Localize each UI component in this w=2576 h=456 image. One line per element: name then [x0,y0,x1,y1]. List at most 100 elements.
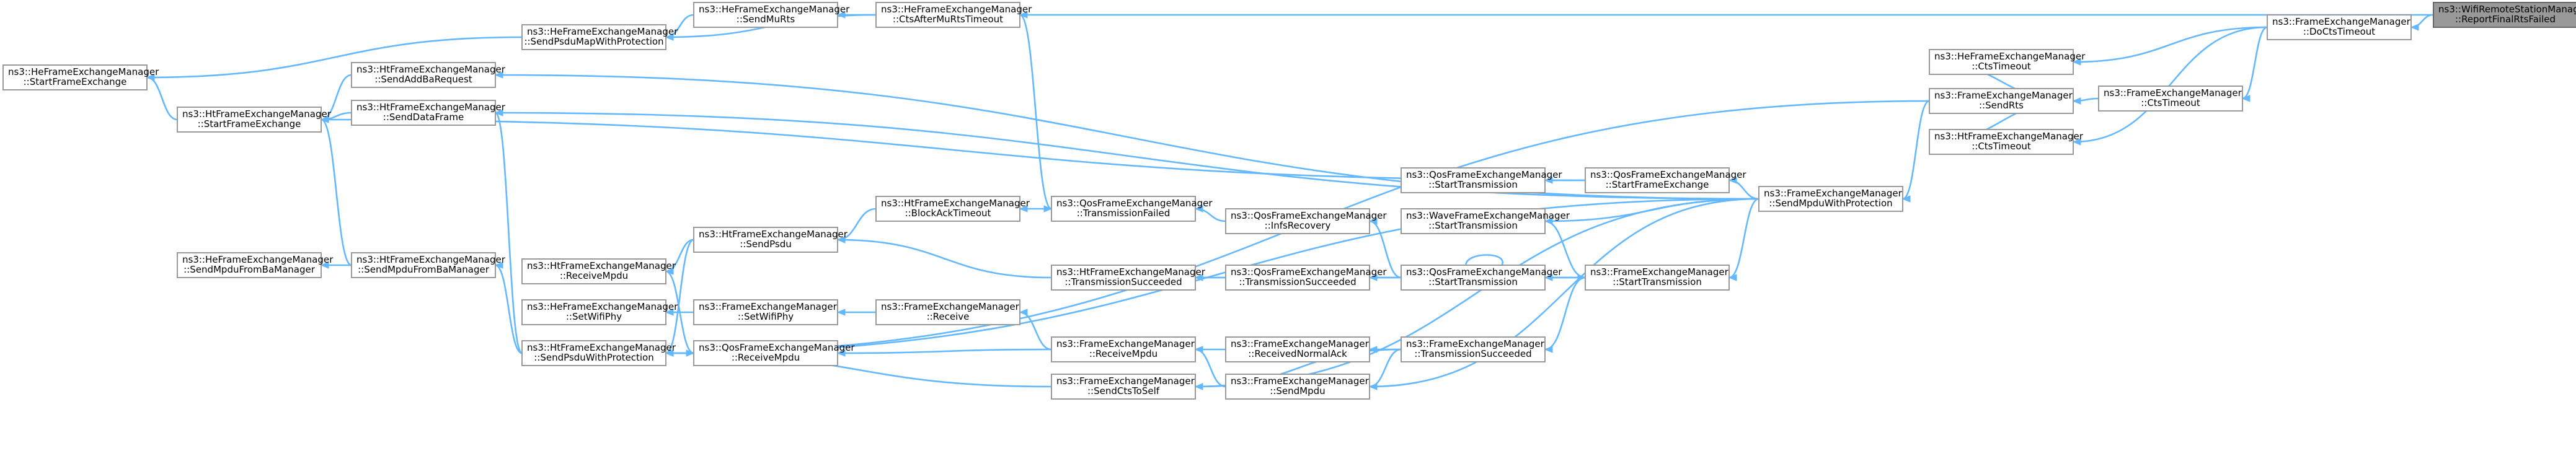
node-method-label: ::StartFrameExchange [24,76,127,87]
node-class-label: ns3::HeFrameExchangeManager [1934,51,2086,62]
graph-node[interactable]: ns3::HeFrameExchangeManager::SendPsduMap… [521,24,678,50]
graph-node[interactable]: ns3::HeFrameExchangeManager::SetWifiPhy [521,299,678,325]
call-edge [146,76,178,121]
node-class-label: ns3::HtFrameExchangeManager [1934,131,2084,142]
graph-node[interactable]: ns3::FrameExchangeManager::Receive [875,299,1020,325]
node-box [1929,88,2074,114]
node-box [521,340,666,366]
node-box [1401,265,1546,291]
node-class-label: ns3::HtFrameExchangeManager [699,229,848,240]
call-edge [837,239,1052,279]
call-edge [1902,100,1930,200]
node-box [693,2,838,28]
node-box [1401,167,1546,193]
call-edge [2073,26,2268,143]
edge-arrowhead [1194,205,1203,213]
node-method-label: ::StartTransmission [1613,276,1702,287]
node-method-label: ::SendAddBaRequest [374,74,472,85]
graph-node[interactable]: ns3::WaveFrameExchangeManager::StartTran… [1401,208,1570,234]
node-box [875,2,1020,28]
graph-node[interactable]: ns3::QosFrameExchangeManager::Transmissi… [1051,196,1213,222]
node-box [1051,374,1196,400]
graph-node[interactable]: ns3::FrameExchangeManager::DoCtsTimeout [2267,14,2412,40]
edge-arrowhead [2072,58,2081,66]
graph-node[interactable]: ns3::FrameExchangeManager::SendRts [1929,88,2074,114]
graph-node[interactable]: ns3::FrameExchangeManager::CtsTimeout [2098,86,2243,112]
edge-arrowhead [494,109,503,116]
graph-node[interactable]: ns3::FrameExchangeManager::SetWifiPhy [693,299,838,325]
node-class-label: ns3::HtFrameExchangeManager [1056,266,1206,278]
graph-node[interactable]: ns3::FrameExchangeManager::StartTransmis… [1585,265,1730,291]
graph-node[interactable]: ns3::HtFrameExchangeManager::StartFrameE… [177,107,332,133]
node-method-label: ::DoCtsTimeout [2303,26,2375,37]
graph-node[interactable]: ns3::QosFrameExchangeManager::StartTrans… [1401,167,1562,193]
edge-arrowhead [1728,274,1737,281]
root-node: ns3::WifiRemoteStationManager::ReportFin… [2433,2,2576,28]
graph-node[interactable]: ns3::FrameExchangeManager::SendMpdu [1225,374,1370,400]
node-class-label: ns3::FrameExchangeManager [881,301,1020,312]
edge-arrowhead [665,309,674,316]
node-box [351,252,496,278]
graph-node[interactable]: ns3::HtFrameExchangeManager::SendAddBaRe… [351,62,506,88]
node-box [1225,336,1370,362]
node-method-label: ::CtsTimeout [1972,141,2031,152]
graph-node[interactable]: ns3::FrameExchangeManager::ReceivedNorma… [1225,336,1370,362]
node-class-label: ns3::FrameExchangeManager [1934,90,2073,101]
node-method-label: ::SetWifiPhy [738,311,794,322]
node-method-label: ::ReceiveMpdu [1089,348,1157,359]
node-box [1585,265,1730,291]
graph-node[interactable]: ns3::HtFrameExchangeManager::CtsTimeout [1929,129,2084,155]
node-method-label: ::ReportFinalRtsFailed [2455,14,2556,25]
graph-node[interactable]: ns3::HeFrameExchangeManager::CtsAfterMuR… [875,2,1032,28]
graph-node[interactable]: ns3::HtFrameExchangeManager::SendPsdu [693,227,848,253]
graph-node[interactable]: ns3::HeFrameExchangeManager::CtsTimeout [1929,49,2086,75]
node-class-label: ns3::FrameExchangeManager [1231,375,1370,387]
node-class-label: ns3::HtFrameExchangeManager [527,342,676,353]
graph-node[interactable]: ns3::HtFrameExchangeManager::SendPsduWit… [521,340,676,366]
node-class-label: ns3::HtFrameExchangeManager [881,198,1030,209]
graph-node[interactable]: ns3::HtFrameExchangeManager::Transmissio… [1051,265,1206,291]
edge-arrowhead [665,349,674,357]
graph-node[interactable]: ns3::HtFrameExchangeManager::SendMpduFro… [351,252,506,278]
call-edge [495,112,1759,200]
node-method-label: ::StartFrameExchange [198,118,301,129]
graph-node[interactable]: ns3::QosFrameExchangeManager::Transmissi… [1225,265,1387,291]
node-method-label: ::ReceiveMpdu [732,352,800,363]
node-method-label: ::ReceiveMpdu [560,270,628,281]
node-class-label: ns3::HeFrameExchangeManager [182,254,334,265]
node-box [1051,336,1196,362]
node-method-label: ::SendPsdu [740,239,792,250]
node-class-label: ns3::FrameExchangeManager [1056,375,1195,387]
graph-node[interactable]: ns3::FrameExchangeManager::ReceiveMpdu [1051,336,1196,362]
graph-node[interactable]: ns3::HeFrameExchangeManager::SendMuRts [693,2,850,28]
edge-arrowhead [2241,95,2251,102]
node-method-label: ::BlockAckTimeout [905,208,991,219]
edge-arrowhead [1728,177,1737,184]
graph-node[interactable]: ns3::HeFrameExchangeManager::SendMpduFro… [177,252,334,278]
call-edge [321,118,352,266]
graph-node[interactable]: ns3::FrameExchangeManager::SendCtsToSelf [1051,374,1196,400]
graph-node[interactable]: ns3::HtFrameExchangeManager::SendDataFra… [351,100,506,126]
graph-node[interactable]: ns3::QosFrameExchangeManager::ReceiveMpd… [693,340,855,366]
node-box [1401,208,1546,234]
graph-node[interactable]: ns3::HtFrameExchangeManager::BlockAckTim… [875,196,1030,222]
node-method-label: ::SendRts [1979,100,2024,111]
node-method-label: ::CtsTimeout [1972,61,2031,72]
edge-arrowhead [836,349,846,357]
graph-node[interactable]: ns3::HtFrameExchangeManager::ReceiveMpdu [521,258,676,284]
graph-node[interactable]: ns3::FrameExchangeManager::TransmissionS… [1401,336,1546,362]
graph-node[interactable]: ns3::HeFrameExchangeManager::StartFrameE… [2,64,159,90]
call-edge [1195,348,1226,388]
node-box [351,62,496,88]
node-box [351,100,496,126]
graph-node[interactable]: ns3::QosFrameExchangeManager::StartTrans… [1401,265,1562,291]
graph-node[interactable]: ns3::FrameExchangeManager::SendMpduWithP… [1758,186,1903,212]
node-class-label: ns3::FrameExchangeManager [1056,338,1195,349]
node-box [1758,186,1903,212]
node-method-label: ::SendDataFrame [383,112,464,123]
graph-node[interactable]: ns3::QosFrameExchangeManager::InfsRecove… [1225,208,1387,234]
graph-node[interactable]: ns3::QosFrameExchangeManager::StartFrame… [1585,167,1746,193]
node-method-label: ::CtsAfterMuRtsTimeout [893,14,1003,25]
edge-arrowhead [320,261,329,269]
node-method-label: ::StartTransmission [1428,179,1518,190]
